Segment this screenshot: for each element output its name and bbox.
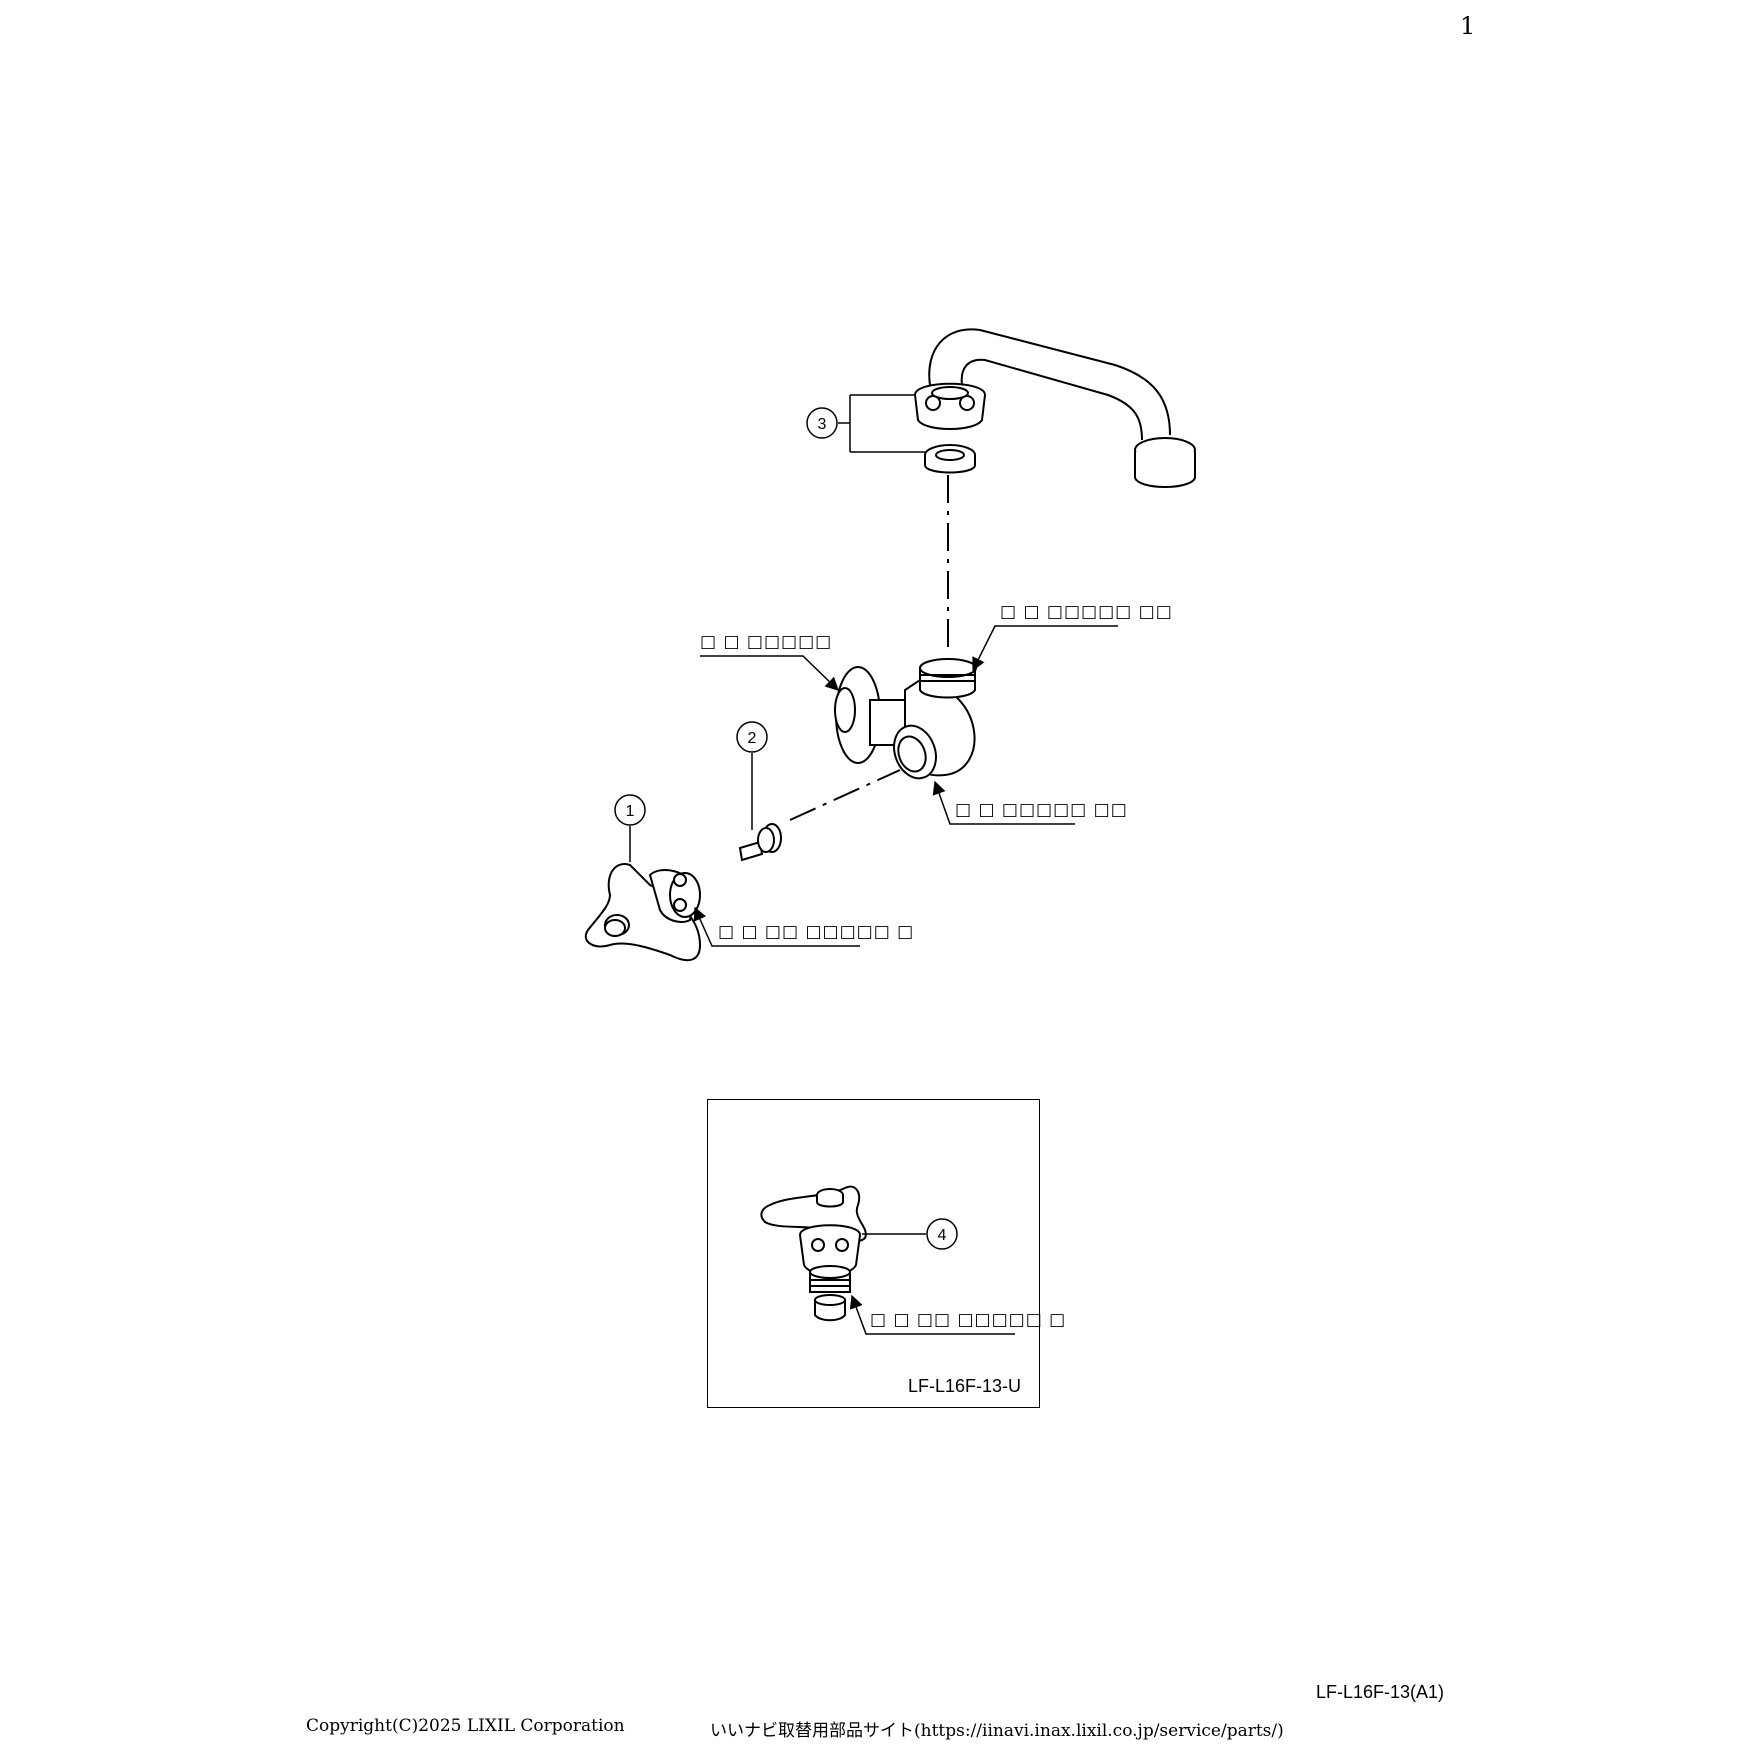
callout-2-number: 2 [748,730,757,747]
assembly-axis-diagonal [789,769,901,821]
inset-frame: LF-L16F-13-U [707,1099,1040,1408]
callout-3-number: 3 [818,416,827,433]
callout-3-marker: 3 [806,407,838,439]
label-inset-handle-unit: □ □ □□ □□□□□ □ [870,1310,1067,1330]
footer-copyright: Copyright(C)2025 LIXIL Corporation [306,1716,625,1736]
spout-packing-icon [924,444,976,474]
drawing-id: LF-L16F-13(A1) [1315,1682,1444,1702]
label-leaders [693,625,1118,947]
label-handle-unit: □ □ □□ □□□□□ □ [718,922,915,942]
inset-cartridge-icon [798,1224,862,1322]
inset-label-leader [849,1294,1015,1335]
callout-2-marker: 2 [736,721,768,753]
spout-nut-icon [913,382,987,430]
callout-4-number: 4 [938,1227,947,1244]
footer-site-link[interactable]: いいナビ取替用部品サイト(https://iinavi.inax.lixil.c… [710,1721,1284,1741]
handle-icon [584,863,702,962]
callout-1-number: 1 [626,803,635,820]
inset-model-code: LF-L16F-13-U [907,1376,1021,1396]
callout-3-leader [838,394,925,453]
cartridge-icon [648,869,701,923]
callout-1-marker: 1 [614,794,646,826]
label-wall-flange: □ □ □□□□□ [700,632,833,652]
spindle-icon [738,823,782,862]
callout-4-marker: 4 [926,1218,958,1250]
faucet-body-icon [834,658,977,780]
label-body-spout-nut: □ □ □□□□□ □□ [1000,602,1173,622]
spout-icon [928,328,1196,488]
page-number: 1 [1460,12,1476,40]
label-body-cartridge-nut: □ □ □□□□□ □□ [955,800,1128,820]
